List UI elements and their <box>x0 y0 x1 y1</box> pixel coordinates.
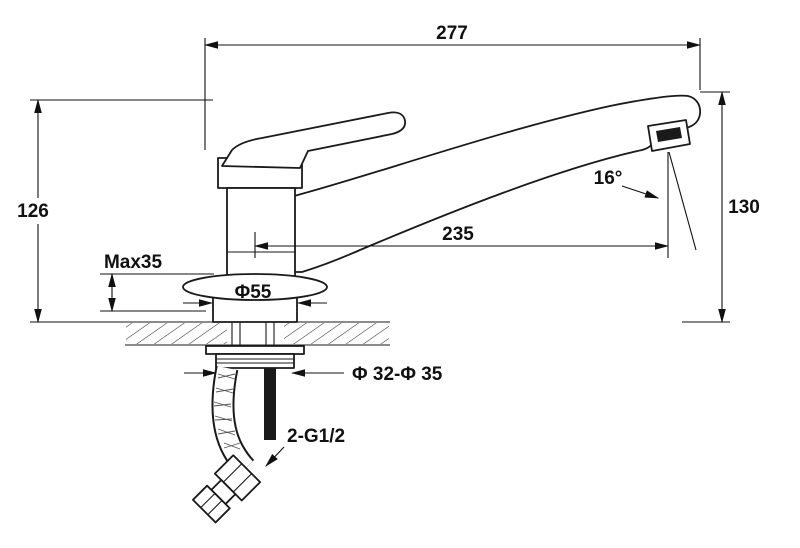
mounting-studs <box>231 322 275 346</box>
dimensions: 277 126 130 235 16° <box>17 23 760 467</box>
dimension-max-thickness: Max35 <box>100 252 214 313</box>
countertop-hatch-left <box>126 323 227 344</box>
dimension-spout-reach: 235 <box>253 152 670 258</box>
hose-braid-texture <box>213 373 241 450</box>
inlet-thread-label: 2-G1/2 <box>287 426 345 447</box>
dimension-spout-height: 130 <box>682 90 760 324</box>
countertop <box>125 321 390 346</box>
faucet-body <box>226 187 296 289</box>
hole-diameter-label: Φ 32-Φ 35 <box>352 364 443 385</box>
aerator-slot <box>656 127 682 142</box>
spout-height-label: 130 <box>728 197 760 218</box>
mounting-washer <box>205 345 305 355</box>
supply-hose <box>192 365 262 524</box>
dimension-hole-diameter: Φ 32-Φ 35 <box>184 364 443 385</box>
dimension-overall-width: 277 <box>203 23 702 150</box>
threaded-stud <box>264 368 276 440</box>
dimension-base-diameter: Φ55 <box>183 282 327 307</box>
max-thickness-label: Max35 <box>104 252 163 273</box>
dimension-body-height: 126 <box>17 98 213 324</box>
spout-reach-label: 235 <box>442 224 474 245</box>
countertop-hatch-right <box>284 323 389 344</box>
faucet-figure <box>125 94 702 524</box>
hose-connector <box>192 454 262 524</box>
overall-width-label: 277 <box>436 23 468 44</box>
mounting-nut <box>215 353 295 369</box>
dimension-spout-angle: 16° <box>594 151 697 251</box>
escutcheon-plate <box>182 273 328 301</box>
base-diameter-label: Φ55 <box>235 282 272 303</box>
body-height-label: 126 <box>17 201 49 222</box>
faucet-handle <box>221 111 406 169</box>
dimension-inlet-thread: 2-G1/2 <box>265 426 345 467</box>
faucet-spout <box>293 94 702 273</box>
spout-angle-label: 16° <box>594 168 623 189</box>
